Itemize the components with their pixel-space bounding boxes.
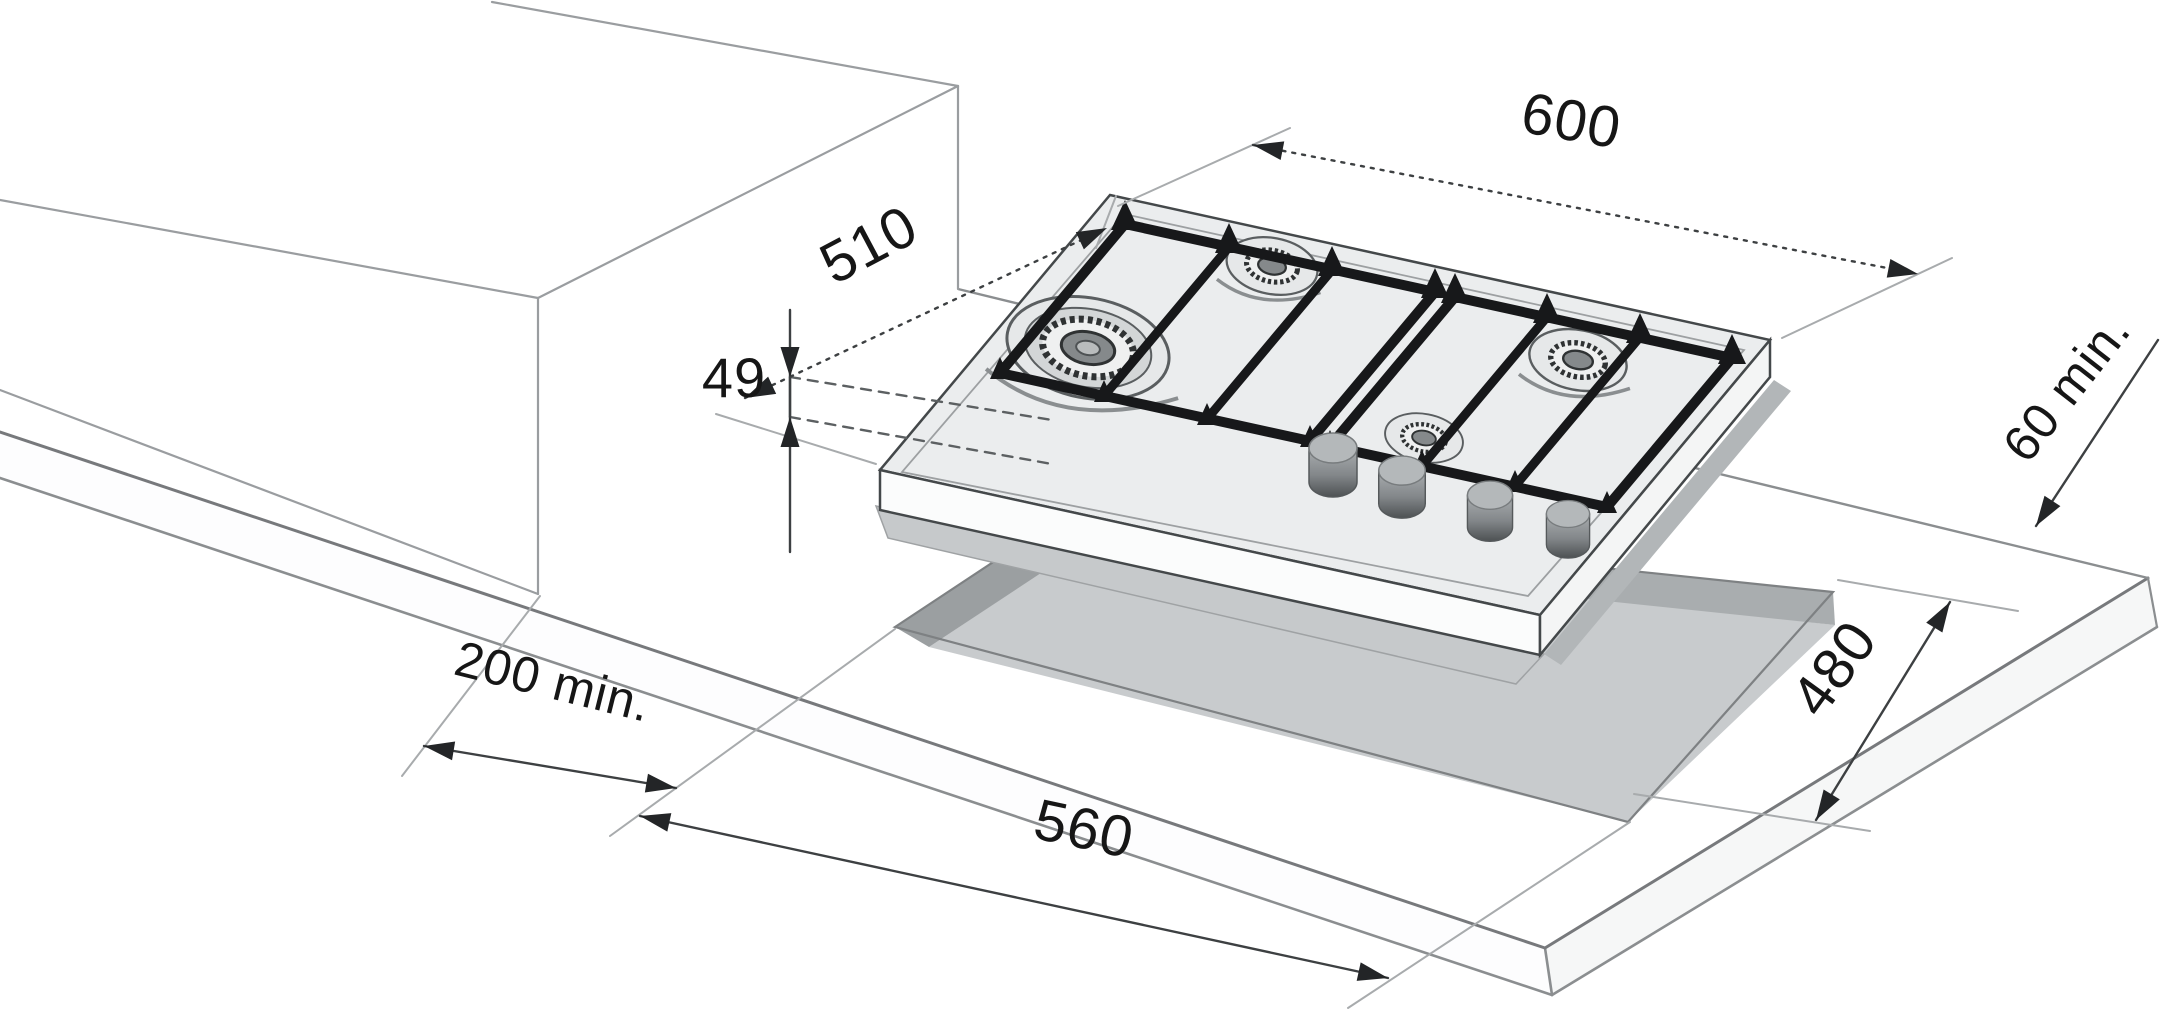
knob-1 [1308,432,1358,498]
countertop-right-face [1545,578,2157,995]
dimension-arrow [1886,258,1918,278]
reference-dashed-line [788,375,1054,422]
gas-hob [874,193,1791,685]
extension-line [1781,257,1953,339]
dimension-arrow [1816,789,1840,820]
countertop-front-face [0,432,1552,995]
knob-2 [1377,455,1427,519]
dimension-label-rear-clearance: 60 min. [1992,303,2141,472]
extension-line [1095,195,1117,249]
cabinet-box [0,0,960,596]
burner-front-left-large [984,294,1179,413]
extension-line [1633,793,1871,832]
pan-support-fingers [990,200,1746,513]
hob-tray-right [1544,380,1791,665]
dimension-arrow [780,347,800,377]
extension-line [1347,821,1631,1009]
dimension-line [2034,338,2160,528]
dimension-arrow [1926,602,1950,633]
dimension-rear-clearance: 60 min. [1992,303,2160,528]
dimension-arrow [745,376,777,398]
dimension-arrow [640,813,672,832]
dimension-line [743,226,1109,400]
dimension-arrow [424,741,456,761]
knob-3 [1466,480,1514,542]
dimension-hob-width: 600 [1251,80,1920,278]
cabinet-front-face [538,86,958,594]
hob-rim-inner-line [900,213,1746,597]
knob-4 [1545,499,1591,559]
reference-dashed-line [788,415,1054,466]
cabinet-left-face [0,200,538,594]
dimension-arrow [644,773,676,793]
dimension-line [638,814,1390,980]
cabinet-top-face [0,2,958,298]
dimension-arrow [780,417,800,447]
dimension-arrow [1356,962,1388,981]
extension-line [1837,579,2019,612]
dimension-arrow [1075,228,1107,250]
dimension-line [422,744,678,790]
control-knobs [1308,432,1591,559]
extension-line [1117,127,1291,207]
cutout-bottom [929,540,1835,822]
hob-front-right-face [1538,336,1772,659]
dimension-line [1251,143,1920,276]
dimension-arrow [2036,495,2061,526]
dimension-label-hob-height: 49 [702,346,766,409]
dimension-arrow [1253,141,1285,161]
extension-line [609,628,896,837]
dimension-hob-height: 49 [702,346,800,447]
dimension-label-hob-width: 600 [1517,80,1627,161]
cabinet-edges [0,0,960,596]
dimension-line [1814,600,1952,822]
